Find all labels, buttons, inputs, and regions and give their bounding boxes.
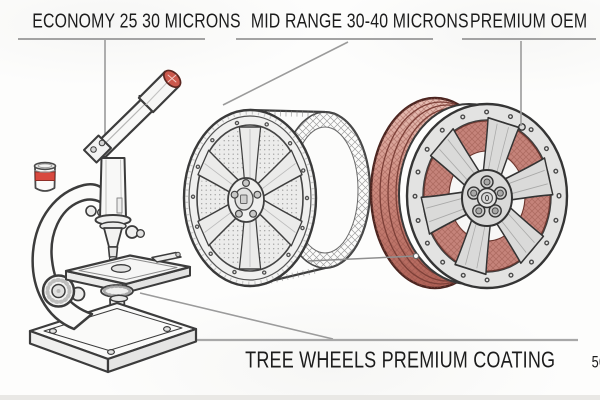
leader-coating-callout [307, 255, 417, 262]
bottom-edge-shadow [0, 395, 600, 400]
label-premium-oem: PREMIUM OEM [462, 9, 596, 40]
wheel-premium-illustration [369, 96, 569, 290]
eyepiece-tube [83, 69, 182, 164]
label-premium-oem-text: PREMIUM OEM [470, 9, 588, 33]
leader-midrange [222, 41, 349, 106]
wheel-midrange-illustration [182, 108, 372, 288]
microscope-base [28, 301, 198, 374]
coating-callout-dot [412, 252, 420, 260]
label-economy: ECONOMY 25 30 MICRONS [18, 11, 241, 40]
label-mid-range: MID RANGE 30-40 MICRONS [236, 11, 469, 40]
stage-clip [151, 251, 182, 263]
paint-jar-illustration [33, 161, 57, 192]
leader-base-diagonal [139, 292, 334, 340]
microscope-illustration [28, 69, 198, 374]
condenser [100, 284, 134, 303]
footer-caption-detail: 50-60 MICEONS [592, 354, 600, 372]
wheel-hub [461, 169, 513, 227]
label-mid-range-text: MID RANGE 30-40 MICRONS [250, 9, 469, 33]
label-economy-text: ECONOMY 25 30 MICRONS [32, 9, 241, 33]
focus-knob [41, 274, 76, 308]
microscope-body-tube [94, 157, 132, 261]
rim-bolt [518, 123, 526, 131]
leader-lines-front [307, 41, 522, 262]
objective-lens [107, 246, 119, 258]
leader-lines [104, 40, 578, 342]
footer-caption-text: TREE WHEELS PREMIUM COATING [245, 347, 556, 373]
footer-caption: TREE WHEELS PREMIUM COATING 50-60 MICEON… [224, 347, 600, 374]
wheel-hub [227, 177, 265, 223]
wheel-spokes [197, 126, 303, 270]
